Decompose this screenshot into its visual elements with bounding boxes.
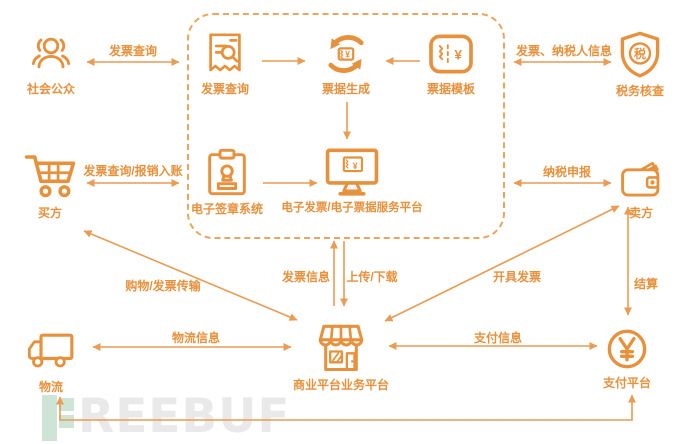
arrow-buyer-store	[83, 230, 298, 321]
node-business-platform: 商业平台业务平台	[285, 320, 397, 391]
node-ticket-generation: ¥ 票据生成	[318, 30, 374, 95]
receipt-search-icon	[201, 30, 249, 78]
node-label-logistics: 物流	[38, 380, 63, 394]
edge-label-tax-info: 发票、纳税人信息	[515, 44, 613, 58]
node-label-signature-system: 电子签章系统	[191, 202, 264, 216]
service-platform-boundary	[187, 13, 505, 239]
svg-text:¥: ¥	[353, 161, 358, 171]
node-public: 社会公众	[16, 30, 86, 95]
svg-text:¥: ¥	[454, 48, 462, 63]
truck-icon	[26, 326, 76, 376]
edge-label-buyer-query: 发票查询/报销入账	[83, 164, 183, 178]
node-invoice-query: 发票查询	[197, 30, 253, 95]
edge-label-logistics-info: 物流信息	[171, 331, 221, 345]
storefront-icon	[314, 320, 368, 374]
edge-label-upload-download: 上传/下载	[346, 270, 398, 284]
node-label-public: 社会公众	[26, 82, 75, 96]
node-label-ticket-generation: 票据生成	[321, 82, 370, 96]
svg-text:税: 税	[634, 46, 646, 61]
tax-shield-icon: 税	[616, 30, 664, 80]
node-label-ticket-template: 票据模板	[426, 82, 475, 96]
arrow-store-seller	[384, 205, 620, 322]
node-service-platform: ¥ 电子发票/电子票据服务平台	[277, 146, 427, 215]
edge-label-invoice-info: 发票信息	[281, 270, 331, 284]
node-label-tax-check: 税务核查	[615, 84, 664, 98]
node-label-business-platform: 商业平台业务平台	[292, 378, 389, 392]
node-signature-system: 电子签章系统	[191, 146, 263, 215]
arrow-logistics-payment	[56, 394, 636, 421]
edge-label-shopping-transfer: 购物/发票传输	[125, 279, 201, 293]
edge-label-issue-invoice: 开具发票	[492, 270, 542, 284]
node-payment-platform: 支付平台	[596, 326, 658, 389]
ticket-template-icon: ¥	[427, 30, 475, 78]
node-label-seller: 卖方	[628, 206, 653, 220]
edge-label-tax-declaration: 纳税申报	[542, 165, 592, 179]
node-label-payment-platform: 支付平台	[602, 376, 651, 390]
people-group-icon	[27, 30, 75, 78]
node-ticket-template: ¥ 票据模板	[423, 30, 479, 95]
edge-label-payment-info: 支付信息	[473, 331, 523, 345]
node-label-invoice-query: 发票查询	[200, 82, 249, 96]
edge-label-public-query: 发票查询	[108, 44, 158, 58]
node-label-buyer: 买方	[37, 206, 62, 220]
shopping-cart-icon	[23, 148, 77, 202]
clipboard-stamp-icon	[201, 146, 253, 198]
node-logistics: 物流	[19, 326, 83, 393]
node-buyer: 买方	[17, 148, 83, 219]
wallet-icon	[618, 156, 664, 202]
node-seller: 卖方	[608, 156, 674, 219]
refresh-ticket-icon: ¥	[322, 30, 370, 78]
monitor-ticket-icon: ¥	[323, 146, 381, 198]
node-label-service-platform: 电子发票/电子票据服务平台	[281, 202, 423, 214]
yen-circle-icon	[604, 326, 650, 372]
edge-label-settlement: 结算	[633, 277, 659, 291]
svg-text:¥: ¥	[345, 50, 350, 60]
node-tax-check: 税 税务核查	[604, 30, 676, 97]
